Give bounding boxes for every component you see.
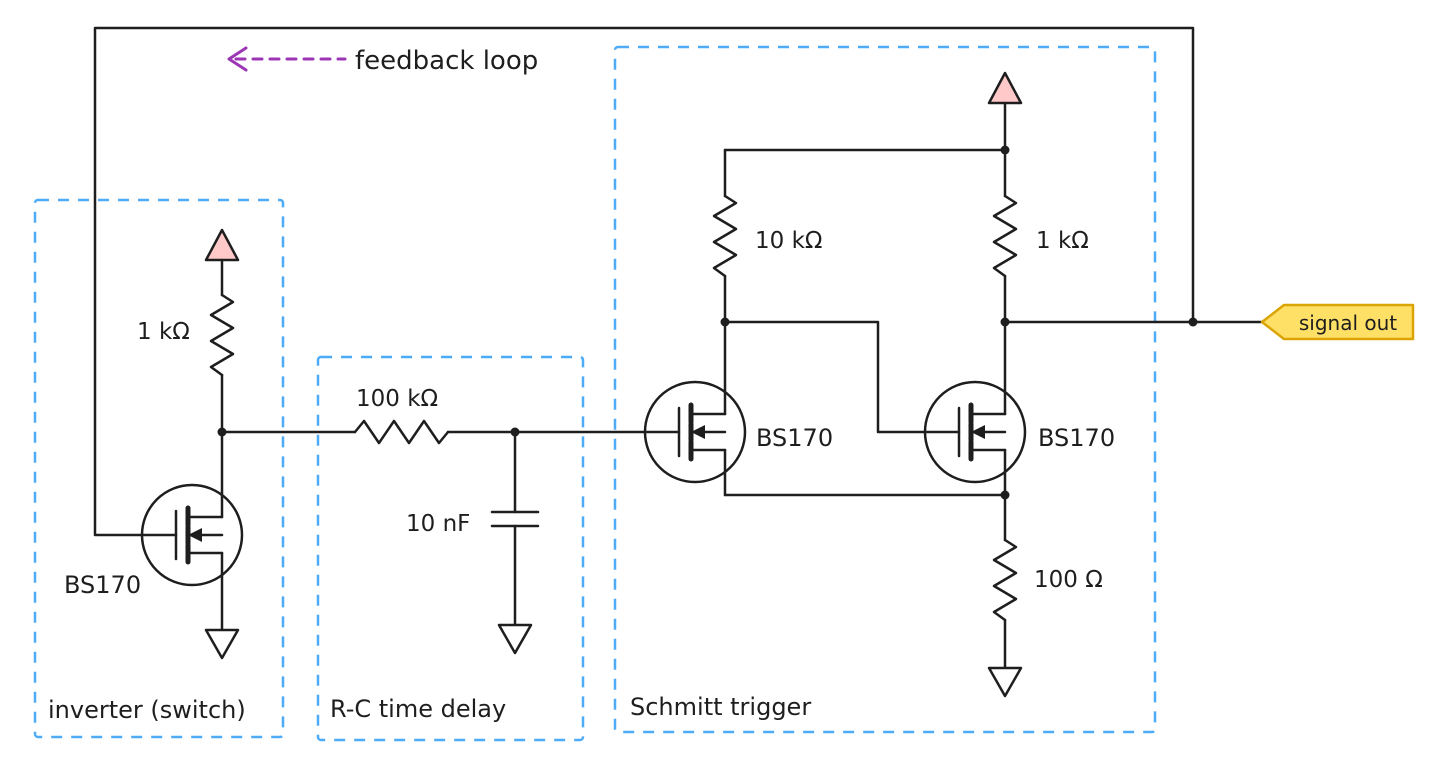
- vcc-symbol-inverter: [204, 228, 240, 262]
- transistor-q3: [923, 380, 1027, 484]
- ground-symbol-schmitt: [987, 666, 1023, 698]
- wire-q2-drain-to-q3-gate: [723, 320, 961, 434]
- schmitt-block-outline: [613, 45, 1157, 734]
- ground-symbol-rc: [497, 623, 533, 655]
- vcc-symbol-schmitt: [987, 71, 1023, 105]
- junction-dot-source-rail: [1000, 490, 1010, 500]
- junction-dot-inverter-output: [217, 427, 227, 437]
- resistor-r3-label: 10 kΩ: [755, 228, 822, 254]
- resistor-r1: [209, 293, 235, 377]
- resistor-r4: [992, 194, 1018, 278]
- inverter-caption: inverter (switch): [48, 696, 246, 724]
- q2-body-circle: [643, 380, 747, 484]
- inverter-block: 1 kΩ BS170 inverter (switch): [48, 228, 246, 724]
- q1-nchannel-arrow-icon: [188, 528, 202, 542]
- q1-body-circle: [140, 483, 244, 587]
- feedback-arrowhead-icon: [227, 46, 248, 72]
- transistor-q3-label: BS170: [1038, 424, 1115, 452]
- resistor-r3: [712, 194, 738, 278]
- resistor-r5: [992, 538, 1018, 622]
- signal-out-label: signal out: [1299, 311, 1397, 335]
- transistor-q2: [643, 380, 747, 484]
- resistor-r4-label: 1 kΩ: [1036, 228, 1089, 254]
- feedback-wire: [93, 26, 1195, 537]
- q3-nchannel-arrow-icon: [971, 425, 985, 439]
- q3-body-circle: [923, 380, 1027, 484]
- junction-dot-q3-drain: [1000, 317, 1010, 327]
- rc-delay-block-outline: [316, 355, 585, 742]
- signal-out-flag: [1260, 303, 1415, 341]
- schmitt-block: 10 kΩ 1 kΩ BS170: [630, 71, 1115, 721]
- junction-dot-rc: [510, 427, 520, 437]
- resistor-r5-label: 100 Ω: [1034, 567, 1103, 593]
- ground-symbol-inverter: [204, 628, 240, 660]
- inverter-block-outline: [33, 198, 285, 739]
- transistor-q1-label: BS170: [64, 571, 141, 599]
- junction-dot-feedback-tap: [1188, 317, 1198, 327]
- q2-nchannel-arrow-icon: [691, 425, 705, 439]
- transistor-q2-label: BS170: [756, 424, 833, 452]
- resistor-r2-label: 100 kΩ: [356, 386, 438, 412]
- capacitor-c1-label: 10 nF: [406, 511, 470, 537]
- schmitt-caption: Schmitt trigger: [630, 693, 811, 721]
- resistor-r2: [353, 419, 450, 445]
- rc-delay-block: 100 kΩ 10 nF R-C time delay: [330, 386, 681, 723]
- resistor-r1-label: 1 kΩ: [137, 319, 190, 345]
- feedback-label: feedback loop: [355, 46, 538, 76]
- transistor-q1: [140, 483, 244, 587]
- junction-dot-q2-drain: [720, 317, 730, 327]
- rc-delay-caption: R-C time delay: [330, 695, 506, 723]
- junction-dot-top-rail: [1000, 145, 1010, 155]
